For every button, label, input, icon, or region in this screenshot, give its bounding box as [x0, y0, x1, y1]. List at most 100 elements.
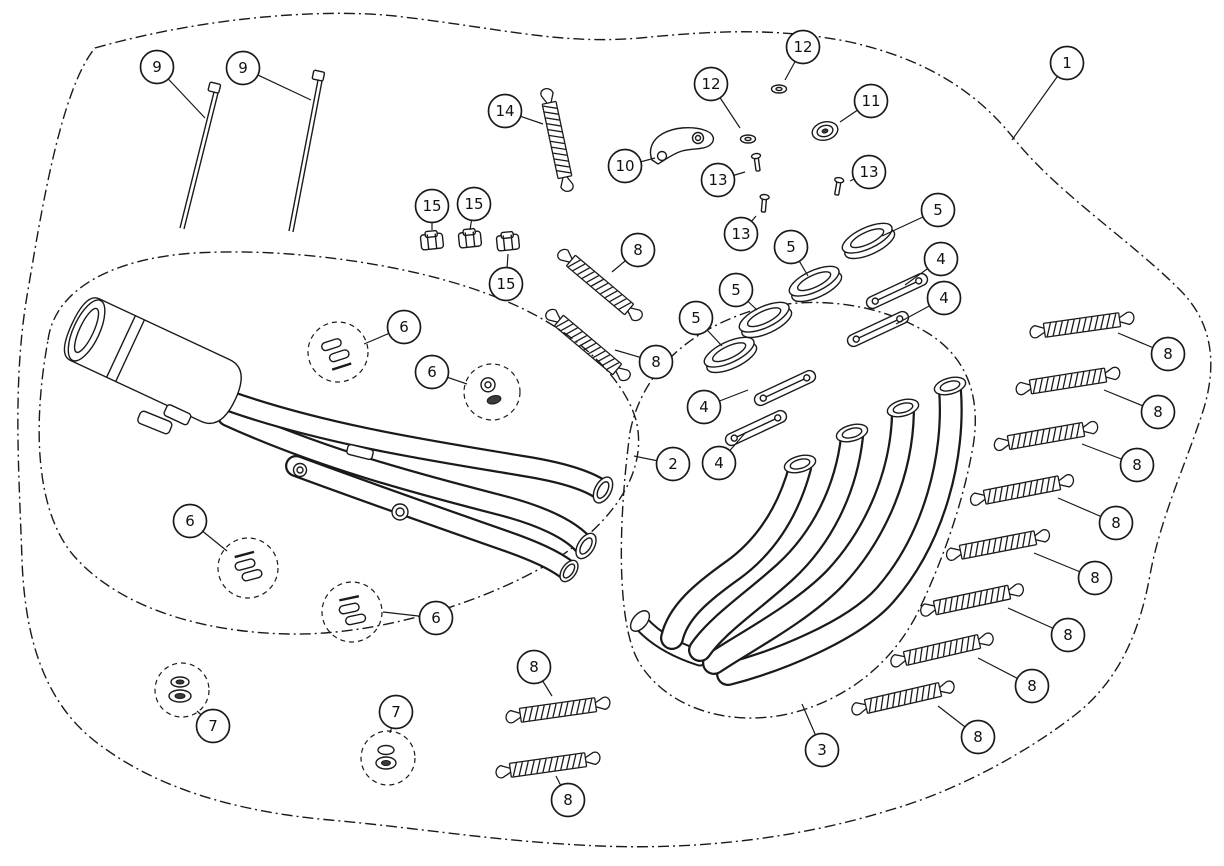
svg-text:9: 9 [238, 59, 248, 77]
svg-text:6: 6 [185, 512, 195, 530]
screw-part [759, 193, 770, 213]
callout-4: 4 [904, 241, 959, 286]
callout-13: 13 [700, 162, 746, 198]
band-clamp-part [753, 369, 817, 407]
callout-13: 13 [849, 154, 887, 190]
svg-text:4: 4 [939, 289, 949, 307]
svg-text:13: 13 [731, 225, 750, 243]
rubber-mount-kit-part [154, 662, 210, 718]
gasket-ring-part [703, 336, 758, 374]
callout-12: 12 [693, 66, 741, 129]
callout-11: 11 [839, 83, 889, 123]
callout-4: 4 [701, 431, 747, 481]
tension-spring-part [538, 86, 576, 194]
svg-text:4: 4 [936, 250, 946, 268]
callout-5: 5 [678, 300, 723, 347]
svg-text:1: 1 [1062, 54, 1072, 72]
callout-8: 8 [550, 775, 586, 818]
exhaust-spring-part [888, 630, 996, 670]
exhaust-spring-part [944, 527, 1052, 563]
svg-text:8: 8 [651, 353, 661, 371]
band-clamp-part [846, 310, 910, 348]
callout-4: 4 [686, 389, 749, 425]
svg-text:8: 8 [563, 791, 573, 809]
screw-part [750, 152, 762, 172]
mount-bracket-part [649, 126, 715, 165]
svg-text:8: 8 [1153, 403, 1163, 421]
svg-text:5: 5 [786, 238, 796, 256]
muffler-assembly-boundary [38, 251, 640, 635]
callout-6: 6 [382, 600, 454, 636]
exhaust-spring-part [1014, 365, 1122, 397]
svg-text:15: 15 [464, 195, 483, 213]
washer-part [770, 84, 788, 94]
callout-15: 15 [414, 188, 450, 230]
exhaust-spring-part [542, 305, 634, 385]
svg-text:7: 7 [391, 703, 401, 721]
exhaust-spring-part [849, 678, 957, 718]
header-assembly-drawing [629, 376, 967, 686]
svg-text:8: 8 [1090, 569, 1100, 587]
callout-8: 8 [614, 344, 674, 380]
callout-8: 8 [1117, 332, 1186, 372]
svg-text:8: 8 [1163, 345, 1173, 363]
callout-5: 5 [718, 272, 758, 311]
hardware-kit-part [321, 581, 383, 643]
svg-text:12: 12 [701, 75, 720, 93]
callout-4: 4 [895, 280, 962, 325]
svg-text:7: 7 [208, 717, 218, 735]
svg-text:3: 3 [817, 741, 827, 759]
svg-text:10: 10 [615, 157, 634, 175]
svg-text:8: 8 [973, 728, 983, 746]
callout-8: 8 [937, 705, 996, 755]
clamp-nut-part [419, 229, 445, 251]
callout-9: 9 [225, 50, 312, 101]
callout-13: 13 [723, 215, 759, 252]
callout-5: 5 [881, 192, 956, 237]
callout-6: 6 [172, 503, 228, 552]
svg-text:11: 11 [861, 92, 880, 110]
svg-text:8: 8 [1111, 514, 1121, 532]
svg-text:4: 4 [714, 454, 724, 472]
exhaust-spring-part [504, 695, 612, 725]
callout-14: 14 [487, 93, 544, 129]
svg-text:15: 15 [422, 197, 441, 215]
callout-8: 8 [1057, 497, 1134, 541]
callout-15: 15 [456, 186, 492, 231]
clamp-nut-part [457, 227, 483, 249]
rubber-mount-kit-part [360, 730, 416, 786]
callout-12: 12 [784, 29, 821, 81]
svg-text:5: 5 [731, 281, 741, 299]
washer-part [739, 134, 757, 144]
rubber-grommet-part [811, 120, 839, 142]
exhaust-spring-part [494, 750, 602, 780]
kit-boundary-outline [17, 12, 1212, 848]
gasket-ring-part [841, 222, 896, 260]
svg-text:12: 12 [793, 38, 812, 56]
svg-text:6: 6 [431, 609, 441, 627]
hardware-kit-part [463, 363, 521, 421]
svg-text:5: 5 [691, 309, 701, 327]
hardware-kit-part [217, 537, 279, 599]
callout-8: 8 [1007, 607, 1086, 653]
svg-text:8: 8 [529, 658, 539, 676]
callout-3: 3 [801, 703, 840, 768]
clamp-nut-part [495, 230, 521, 252]
callout-9: 9 [139, 49, 206, 119]
callout-6: 6 [414, 354, 468, 390]
gasket-ring-part [738, 301, 793, 339]
screw-part [834, 176, 845, 196]
exhaust-spring-part [992, 419, 1100, 453]
exhaust-spring-part [918, 581, 1026, 619]
svg-text:13: 13 [708, 171, 727, 189]
exhaust-spring-part [1028, 310, 1136, 340]
callout-15: 15 [488, 253, 524, 302]
band-clamp-part [724, 409, 788, 447]
svg-text:8: 8 [1063, 626, 1073, 644]
callout-8: 8 [1103, 389, 1176, 430]
svg-text:15: 15 [496, 275, 515, 293]
svg-text:4: 4 [699, 398, 709, 416]
callout-8: 8 [977, 657, 1050, 704]
callout-8: 8 [1081, 443, 1155, 483]
